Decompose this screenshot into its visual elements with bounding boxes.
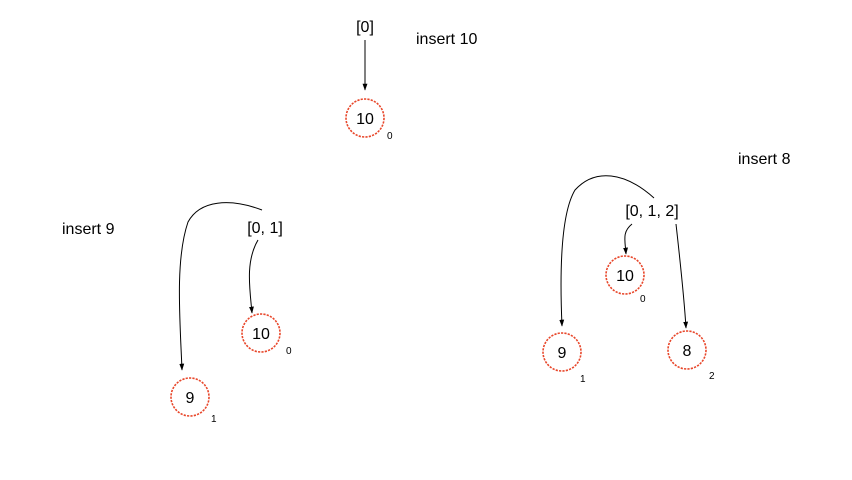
heap-node: 10 0 bbox=[605, 255, 646, 305]
heap-node: 9 1 bbox=[542, 332, 586, 385]
pointer-arrow-1 bbox=[178, 202, 263, 371]
index-array: [0, 1] bbox=[247, 220, 283, 237]
node-value: 9 bbox=[186, 390, 195, 407]
node-value: 9 bbox=[558, 345, 567, 362]
node-circle bbox=[170, 377, 210, 417]
step-insert-8: insert 8 [0, 1, 2] 10 0 9 1 8 2 bbox=[542, 151, 791, 385]
node-index: 1 bbox=[211, 414, 217, 425]
heap-node: 8 2 bbox=[667, 330, 715, 382]
step-insert-9: insert 9 [0, 1] 10 0 9 1 bbox=[62, 202, 292, 425]
node-circle bbox=[605, 255, 645, 295]
step-label: insert 10 bbox=[416, 31, 477, 48]
index-array: [0] bbox=[356, 19, 374, 36]
index-array: [0, 1, 2] bbox=[625, 203, 678, 220]
node-index: 2 bbox=[709, 371, 715, 382]
node-index: 0 bbox=[286, 346, 292, 357]
pointer-arrow-0 bbox=[248, 239, 259, 314]
node-circle bbox=[345, 98, 385, 138]
heap-node: 10 0 bbox=[241, 313, 292, 357]
node-index: 0 bbox=[640, 294, 646, 305]
node-value: 10 bbox=[616, 268, 634, 285]
node-circle bbox=[667, 330, 707, 370]
heap-node: 10 0 bbox=[345, 98, 393, 142]
heap-node: 9 1 bbox=[170, 377, 217, 425]
pointer-arrow-2 bbox=[675, 223, 689, 329]
pointer-arrow-1 bbox=[559, 175, 655, 327]
node-index: 0 bbox=[387, 131, 393, 142]
step-insert-10: insert 10 [0] 10 0 bbox=[345, 19, 477, 142]
node-index: 1 bbox=[580, 374, 586, 385]
node-circle bbox=[542, 332, 582, 372]
node-value: 10 bbox=[252, 326, 270, 343]
node-value: 10 bbox=[356, 111, 374, 128]
step-label: insert 8 bbox=[738, 151, 791, 168]
node-circle bbox=[241, 313, 281, 353]
node-value: 8 bbox=[683, 343, 692, 360]
step-label: insert 9 bbox=[62, 221, 115, 238]
pointer-arrow-0 bbox=[623, 223, 633, 255]
